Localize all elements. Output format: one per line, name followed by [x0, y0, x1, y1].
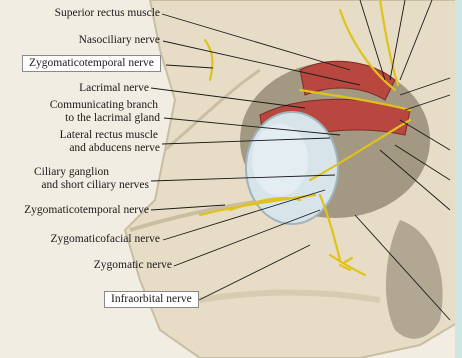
label-zygomaticotemporal: Zygomaticotemporal nerve [10, 204, 149, 217]
label-zygomaticofacial: Zygomaticofacial nerve [30, 233, 160, 246]
label-lateral-rectus-line1: Lateral rectus muscle [20, 129, 158, 142]
label-lateral-rectus-line2: and abducens nerve [20, 142, 160, 155]
label-nasociliary: Nasociliary nerve [60, 34, 160, 47]
label-lacrimal: Lacrimal nerve [60, 82, 149, 95]
label-superior-rectus: Superior rectus muscle [40, 7, 160, 20]
label-zygomatic: Zygomatic nerve [60, 259, 172, 272]
label-ciliary-line2: and short ciliary nerves [20, 179, 149, 192]
label-communicating-line2: to the lacrimal gland [20, 112, 160, 125]
label-zygomaticotemporal-boxed: Zygomaticotemporal nerve [22, 55, 161, 72]
label-infraorbital-boxed: Infraorbital nerve [104, 291, 199, 308]
label-communicating-line1: Communicating branch [20, 99, 158, 112]
label-ciliary-line1: Ciliary ganglion [20, 166, 132, 179]
